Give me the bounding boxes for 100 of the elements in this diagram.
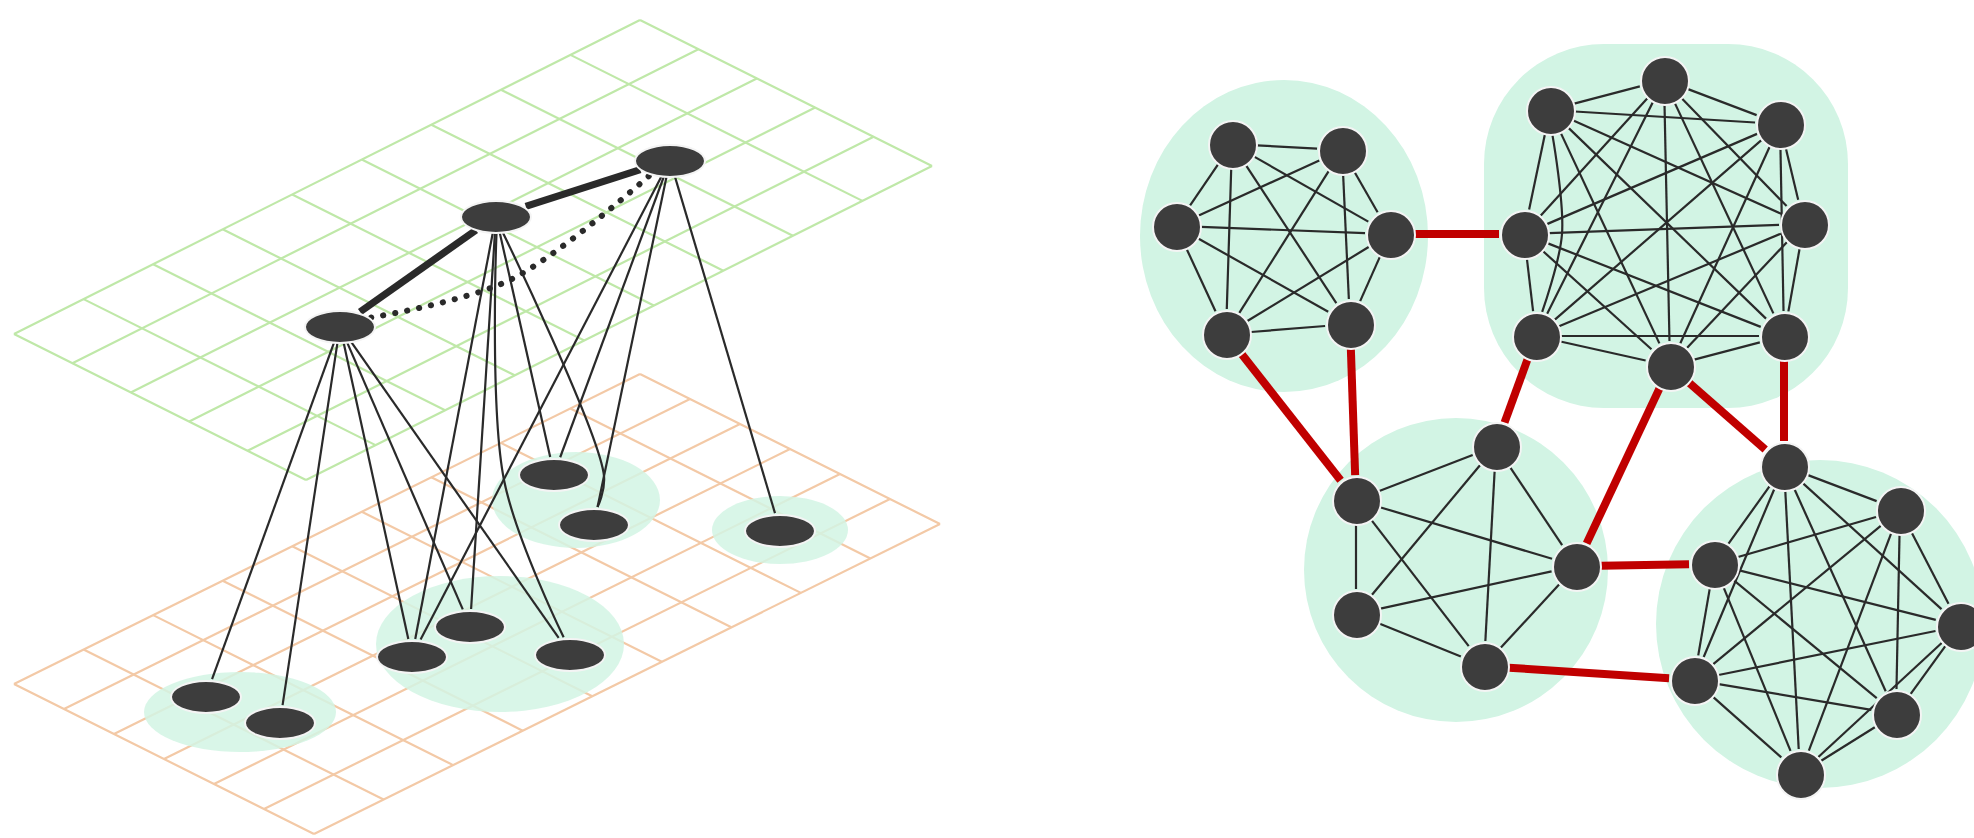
connector-line — [1546, 132, 1758, 226]
connector-line — [1561, 334, 1759, 338]
connector-line — [1559, 132, 1661, 344]
connector-line — [1380, 570, 1552, 610]
network-node — [1759, 441, 1809, 491]
connector-line — [1238, 351, 1344, 483]
connector-line — [1807, 473, 1877, 503]
connector-line — [1500, 583, 1560, 649]
connector-line — [1780, 361, 1788, 441]
connector-line — [1546, 101, 1654, 315]
connector-line — [470, 232, 496, 610]
connector-line — [493, 232, 565, 638]
connector-line — [1722, 586, 1792, 752]
connector-line — [1787, 248, 1801, 312]
connector-line — [342, 342, 410, 640]
connector-line — [501, 232, 606, 508]
connector-line — [1379, 506, 1553, 560]
connector-line — [1346, 348, 1360, 476]
connector-line — [1793, 488, 1887, 692]
connector-line — [1673, 102, 1775, 314]
connector-line — [1732, 579, 1878, 699]
connector-line — [1546, 242, 1762, 328]
connector-line — [1817, 642, 1943, 758]
connector-line — [1246, 246, 1370, 322]
connector-line — [1574, 110, 1756, 124]
connector-line — [1687, 87, 1757, 117]
connector-line — [1548, 223, 1780, 235]
connector-line — [350, 341, 560, 639]
connector-line — [211, 342, 335, 680]
connector-line — [1801, 482, 1943, 610]
connector-line — [1370, 519, 1470, 647]
connector-line — [1354, 525, 1358, 589]
connector-line — [281, 342, 339, 706]
connector-line — [1484, 470, 1496, 642]
connector-line — [1250, 324, 1326, 334]
connector-line — [1718, 683, 1872, 711]
connector-line — [1200, 225, 1366, 235]
connector-line — [1371, 464, 1481, 596]
connector-line — [1540, 97, 1648, 217]
connector-line — [1784, 148, 1800, 200]
connector-line — [1718, 629, 1936, 677]
connector-line — [419, 176, 663, 640]
connector-line — [1686, 379, 1768, 453]
network-node — [634, 143, 706, 177]
connector-line — [1359, 256, 1381, 302]
connector-line — [1500, 358, 1532, 424]
connector-line — [1693, 341, 1761, 361]
connector-line — [1737, 515, 1877, 559]
connector-line — [1600, 560, 1690, 570]
connector-line — [1541, 249, 1653, 351]
connector-line — [1909, 645, 1947, 695]
connector-line — [1197, 237, 1329, 313]
connector-line — [1415, 230, 1499, 238]
connector-line — [1560, 340, 1646, 362]
connector-line — [1256, 144, 1318, 150]
connector-line — [1686, 241, 1788, 349]
connector-line — [1353, 171, 1379, 213]
connector-line — [498, 232, 552, 458]
connector-line — [1185, 248, 1217, 312]
connector-line — [357, 227, 479, 315]
connector-line — [524, 166, 642, 210]
connector-line — [1528, 134, 1546, 210]
connector-line — [1558, 232, 1782, 328]
connector-line — [673, 176, 777, 514]
connector-line — [559, 176, 665, 458]
connector-line — [1378, 453, 1474, 493]
connector-line — [368, 171, 654, 321]
connector-line — [1702, 488, 1776, 658]
connector-line — [1680, 97, 1788, 207]
connector-line — [1573, 85, 1641, 105]
connector-line — [1525, 258, 1535, 312]
connector-line — [1737, 569, 1937, 621]
connector-line — [1679, 146, 1771, 344]
connector-line — [1779, 148, 1785, 312]
connector-line — [1508, 663, 1670, 683]
connector-line — [1663, 104, 1671, 342]
connector-line — [1895, 534, 1901, 690]
connector-line — [1342, 174, 1350, 300]
connector-line — [346, 342, 464, 610]
network-node — [460, 199, 532, 233]
connector-line — [414, 232, 494, 640]
connector-line — [1253, 155, 1369, 223]
connector-line — [596, 176, 668, 508]
connector-line — [1541, 134, 1564, 313]
connector-line — [1784, 490, 1800, 750]
connector-line — [1508, 466, 1564, 546]
connector-line — [1583, 386, 1663, 546]
network-node — [304, 309, 376, 343]
connector-line — [1572, 119, 1782, 215]
connector-line — [1189, 164, 1219, 206]
connector-line — [1820, 726, 1876, 762]
connector-line — [1910, 531, 1950, 605]
connector-line — [1727, 485, 1771, 545]
connector-line — [1378, 622, 1462, 658]
connector-line — [1697, 588, 1711, 656]
connector-line — [1711, 695, 1783, 759]
connector-line — [1198, 159, 1320, 217]
connector-line — [1807, 533, 1893, 751]
connector-line — [1225, 168, 1233, 310]
connector-line — [1712, 525, 1882, 665]
